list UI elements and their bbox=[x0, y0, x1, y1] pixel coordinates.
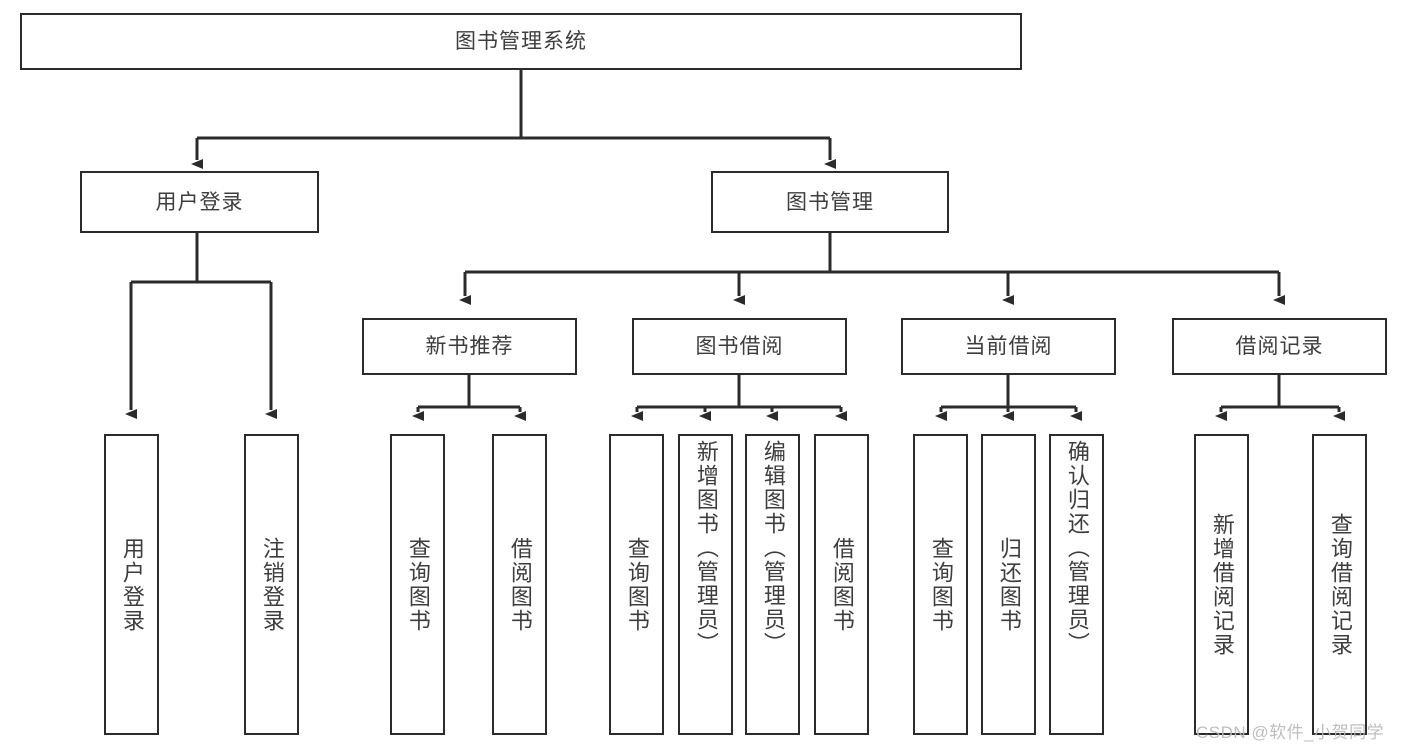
leaf-query-book-borrow[interactable]: 查询图书 bbox=[609, 434, 664, 735]
leaf-query-borrow-record[interactable]: 查询借阅记录 bbox=[1312, 434, 1367, 735]
node-book-borrow[interactable]: 图书借阅 bbox=[632, 318, 847, 375]
leaf-query-book-recommend-label: 查询图书 bbox=[405, 536, 431, 633]
leaf-return-book-label: 归还图书 bbox=[996, 536, 1022, 633]
node-borrow-record-label: 借阅记录 bbox=[1235, 335, 1324, 358]
leaf-user-login-label: 用户登录 bbox=[119, 536, 145, 633]
node-root-label: 图书管理系统 bbox=[455, 30, 587, 53]
node-current-borrow[interactable]: 当前借阅 bbox=[901, 318, 1116, 375]
leaf-borrow-book-recommend-label: 借阅图书 bbox=[507, 536, 533, 633]
leaf-add-borrow-record-label: 新增借阅记录 bbox=[1209, 512, 1235, 657]
node-current-borrow-label: 当前借阅 bbox=[964, 335, 1053, 358]
leaf-query-borrow-record-label: 查询借阅记录 bbox=[1327, 512, 1353, 657]
node-user-login-label: 用户登录 bbox=[155, 190, 244, 214]
leaf-query-book-current[interactable]: 查询图书 bbox=[913, 434, 968, 735]
node-user-login[interactable]: 用户登录 bbox=[80, 171, 319, 233]
leaf-borrow-book-recommend[interactable]: 借阅图书 bbox=[492, 434, 547, 735]
node-book-management[interactable]: 图书管理 bbox=[711, 171, 949, 233]
leaf-edit-book-admin[interactable]: 编辑图书（管理员） bbox=[745, 434, 800, 735]
leaf-borrow-book-borrow-label: 借阅图书 bbox=[829, 536, 855, 633]
leaf-logout[interactable]: 注销登录 bbox=[244, 434, 299, 735]
leaf-user-login[interactable]: 用户登录 bbox=[104, 434, 159, 735]
leaf-confirm-return-admin-label: 确认归还（管理员） bbox=[1064, 440, 1090, 656]
leaf-confirm-return-admin[interactable]: 确认归还（管理员） bbox=[1049, 434, 1104, 735]
leaf-return-book[interactable]: 归还图书 bbox=[981, 434, 1036, 735]
leaf-edit-book-admin-label: 编辑图书（管理员） bbox=[760, 440, 786, 656]
leaf-query-book-recommend[interactable]: 查询图书 bbox=[390, 434, 445, 735]
leaf-add-book-admin-label: 新增图书（管理员） bbox=[693, 440, 719, 656]
node-new-book-recommend-label: 新书推荐 bbox=[425, 335, 514, 358]
leaf-logout-label: 注销登录 bbox=[259, 536, 285, 633]
watermark: CSDN @软件_小贺同学 bbox=[1196, 723, 1385, 742]
node-new-book-recommend[interactable]: 新书推荐 bbox=[362, 318, 577, 375]
leaf-add-book-admin[interactable]: 新增图书（管理员） bbox=[678, 434, 733, 735]
leaf-query-book-borrow-label: 查询图书 bbox=[624, 536, 650, 633]
leaf-query-book-current-label: 查询图书 bbox=[928, 536, 954, 633]
leaf-add-borrow-record[interactable]: 新增借阅记录 bbox=[1194, 434, 1249, 735]
node-book-management-label: 图书管理 bbox=[786, 190, 874, 214]
leaf-borrow-book-borrow[interactable]: 借阅图书 bbox=[814, 434, 869, 735]
node-book-borrow-label: 图书借阅 bbox=[695, 335, 784, 358]
node-borrow-record[interactable]: 借阅记录 bbox=[1172, 318, 1387, 375]
node-root[interactable]: 图书管理系统 bbox=[20, 13, 1022, 70]
